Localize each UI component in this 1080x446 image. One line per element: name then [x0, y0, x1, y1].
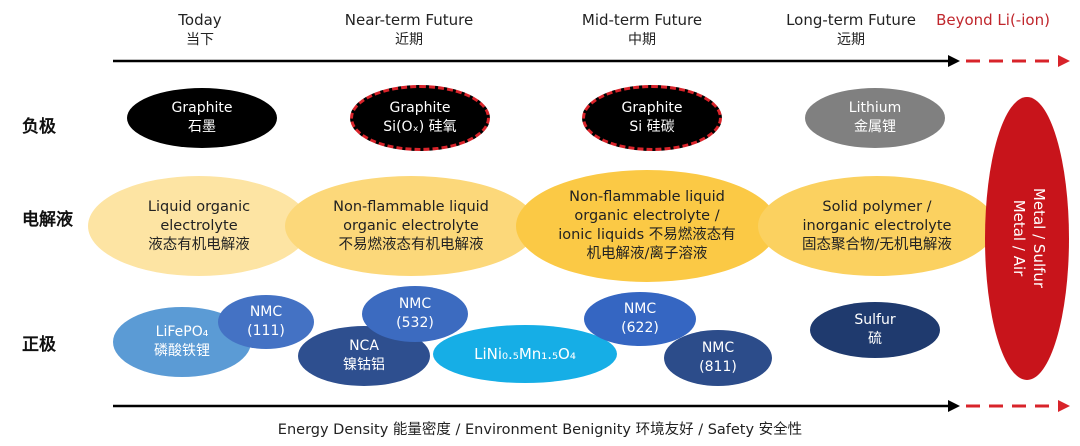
era-near-term-cn: 近期: [395, 32, 423, 48]
electrolyte-solid-polymer-line2: inorganic electrolyte: [802, 217, 952, 234]
cathode-lifepo4-line1: LiFePO₄: [155, 324, 209, 340]
cathode-nmc-111-line2: (111): [247, 323, 285, 339]
cathode-nca: NCA 镍钴铝: [298, 326, 430, 386]
anode-graphite-siox-line2: Si(Oₓ) 硅氧: [383, 119, 457, 135]
electrolyte-ionic-liquids-line3: ionic liquids 不易燃液态有: [558, 227, 736, 243]
electrolyte-solid-polymer: Solid polymer / inorganic electrolyte 固态…: [758, 176, 996, 276]
anode-graphite-line2: 石墨: [188, 119, 216, 135]
cathode-sulfur-line2: 硫: [868, 331, 882, 347]
cathode-nmc-111-line1: NMC: [249, 304, 283, 320]
era-mid-term: Mid-term Future 中期: [542, 10, 742, 50]
era-near-term-en: Near-term Future: [344, 11, 474, 29]
anode-graphite-line1: Graphite: [171, 100, 233, 116]
anode-lithium-line2: 金属锂: [854, 119, 896, 135]
era-beyond-en: Beyond Li(-ion): [936, 11, 1050, 29]
era-beyond: Beyond Li(-ion): [908, 10, 1078, 30]
top-arrow-head: [948, 55, 960, 67]
cathode-sulfur-line1: Sulfur: [854, 312, 896, 328]
cathode-nmc-622-line2: (622): [621, 320, 659, 336]
electrolyte-non-flammable-line1: Non-flammable liquid: [333, 198, 489, 215]
row-label-electrolyte: 电解液: [22, 210, 73, 230]
electrolyte-solid-polymer-line1: Solid polymer /: [822, 198, 932, 215]
cathode-nmc-532-line2: (532): [396, 315, 434, 331]
electrolyte-solid-polymer-line3: 固态聚合物/无机电解液: [802, 236, 952, 253]
era-today-en: Today: [178, 11, 222, 29]
electrolyte-liquid-organic-line2: electrolyte: [160, 217, 238, 234]
electrolyte-liquid-organic-line3: 液态有机电解液: [148, 236, 250, 253]
electrolyte-non-flammable-line3: 不易燃液态有机电解液: [338, 236, 484, 253]
era-mid-term-en: Mid-term Future: [581, 11, 703, 29]
bottom-beyond-arrow-head: [1058, 400, 1070, 412]
bottom-arrow-head: [948, 400, 960, 412]
electrolyte-ionic-liquids: Non-flammable liquid organic electrolyte…: [516, 170, 778, 282]
cathode-lifepo4-line2: 磷酸铁锂: [154, 343, 210, 359]
electrolyte-non-flammable-line2: organic electrolyte: [343, 217, 479, 234]
electrolyte-liquid-organic-line1: Liquid organic: [147, 198, 251, 215]
cathode-lnmo-line1: LiNi₀.₅Mn₁.₅O₄: [474, 344, 576, 363]
anode-graphite-si-line2: Si 硅碳: [629, 119, 675, 135]
cathode-nmc-532: NMC (532): [362, 286, 468, 342]
era-today: Today 当下: [100, 10, 300, 50]
electrolyte-ionic-liquids-line4: 机电解液/离子溶液: [586, 246, 708, 262]
anode-graphite-si-line1: Graphite: [621, 100, 683, 116]
cathode-nmc-622: NMC (622): [584, 292, 696, 346]
electrolyte-ionic-liquids-line1: Non-flammable liquid: [569, 189, 725, 205]
footer-criteria: Energy Density 能量密度 / Environment Benign…: [277, 422, 803, 438]
anode-graphite-siox-line1: Graphite: [389, 100, 451, 116]
era-long-term-en: Long-term Future: [786, 11, 916, 29]
cathode-nmc-111: NMC (111): [218, 295, 314, 349]
electrolyte-ionic-liquids-line2: organic electrolyte /: [574, 208, 720, 224]
top-beyond-arrow-head: [1058, 55, 1070, 67]
row-label-cathode: 正极: [22, 335, 56, 355]
anode-graphite-si: Graphite Si 硅碳: [582, 85, 722, 151]
cathode-nca-line1: NCA: [349, 338, 379, 354]
cathode-lnmo: LiNi₀.₅Mn₁.₅O₄: [433, 325, 617, 383]
cathode-nca-line2: 镍钴铝: [343, 357, 385, 373]
cathode-nmc-811-line2: (811): [699, 359, 737, 375]
era-today-cn: 当下: [186, 32, 214, 48]
electrolyte-liquid-organic: Liquid organic electrolyte 液态有机电解液: [88, 176, 310, 276]
era-long-term-cn: 远期: [837, 32, 865, 48]
row-label-anode: 负极: [22, 117, 56, 137]
era-mid-term-cn: 中期: [628, 32, 656, 48]
anode-lithium-line1: Lithium: [848, 100, 902, 116]
era-long-term: Long-term Future 远期: [751, 10, 951, 50]
anode-graphite-siox: Graphite Si(Oₓ) 硅氧: [350, 85, 490, 151]
beyond-metal-sulfur: Metal / Sulfur: [1030, 187, 1048, 289]
anode-graphite: Graphite 石墨: [127, 88, 277, 148]
era-near-term: Near-term Future 近期: [309, 10, 509, 50]
beyond-li-ellipse: [985, 97, 1069, 380]
anode-lithium: Lithium 金属锂: [805, 88, 945, 148]
cathode-nmc-532-line1: NMC: [398, 296, 432, 312]
cathode-nmc-622-line1: NMC: [623, 301, 657, 317]
beyond-metal-air: Metal / Air: [1010, 199, 1028, 277]
cathode-sulfur: Sulfur 硫: [810, 302, 940, 358]
beyond-li-text: Metal / Sulfur Metal / Air: [1005, 118, 1049, 358]
cathode-nmc-811-line1: NMC: [701, 340, 735, 356]
cathode-nmc-811: NMC (811): [664, 330, 772, 386]
electrolyte-non-flammable: Non-flammable liquid organic electrolyte…: [285, 176, 537, 276]
